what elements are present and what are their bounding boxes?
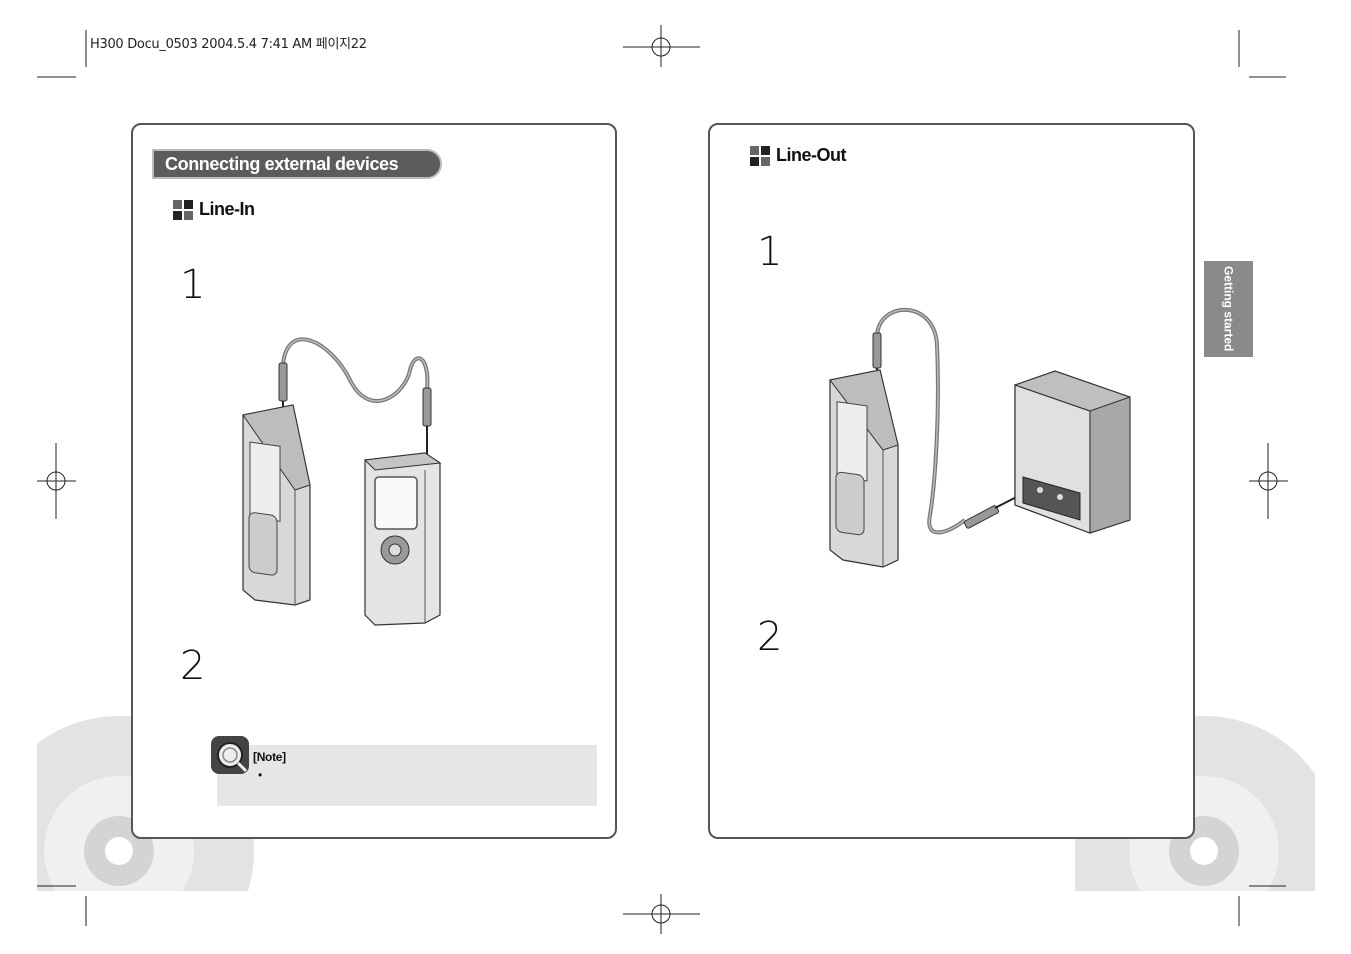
line-out-illustration [829,308,1131,568]
note-box [217,745,597,806]
registration-marks [37,25,1288,934]
step-number-2: 2 [757,614,783,660]
quad-square-icon [173,199,193,220]
side-tab [1204,261,1253,357]
subsection-heading-line-in: Line-In [173,199,255,220]
note-bullet: • [258,768,263,782]
subsection-title: Line-Out [776,145,847,165]
step-number-1: 1 [757,229,783,275]
side-tab-label-wrap: Getting started [1204,261,1253,357]
print-header: H300 Docu_0503 2004.5.4 7:41 AM 페이지22 [90,37,367,52]
quad-square-icon [750,145,770,166]
step-number-1: 1 [180,262,206,308]
player-device-left [242,404,311,606]
player-device [829,369,899,568]
line-in-illustration [242,337,442,626]
side-tab-label: Getting started [1221,266,1236,352]
subsection-title: Line-In [199,199,255,219]
note-label: [Note] [253,750,286,764]
section-title-banner: Connecting external devices [152,149,442,179]
magnifier-note-icon [211,736,249,774]
speaker-device [1014,370,1131,534]
crop-marks [37,30,1286,926]
subsection-heading-line-out: Line-Out [750,145,847,166]
step-number-2: 2 [180,643,206,689]
player-device-right [363,452,442,626]
